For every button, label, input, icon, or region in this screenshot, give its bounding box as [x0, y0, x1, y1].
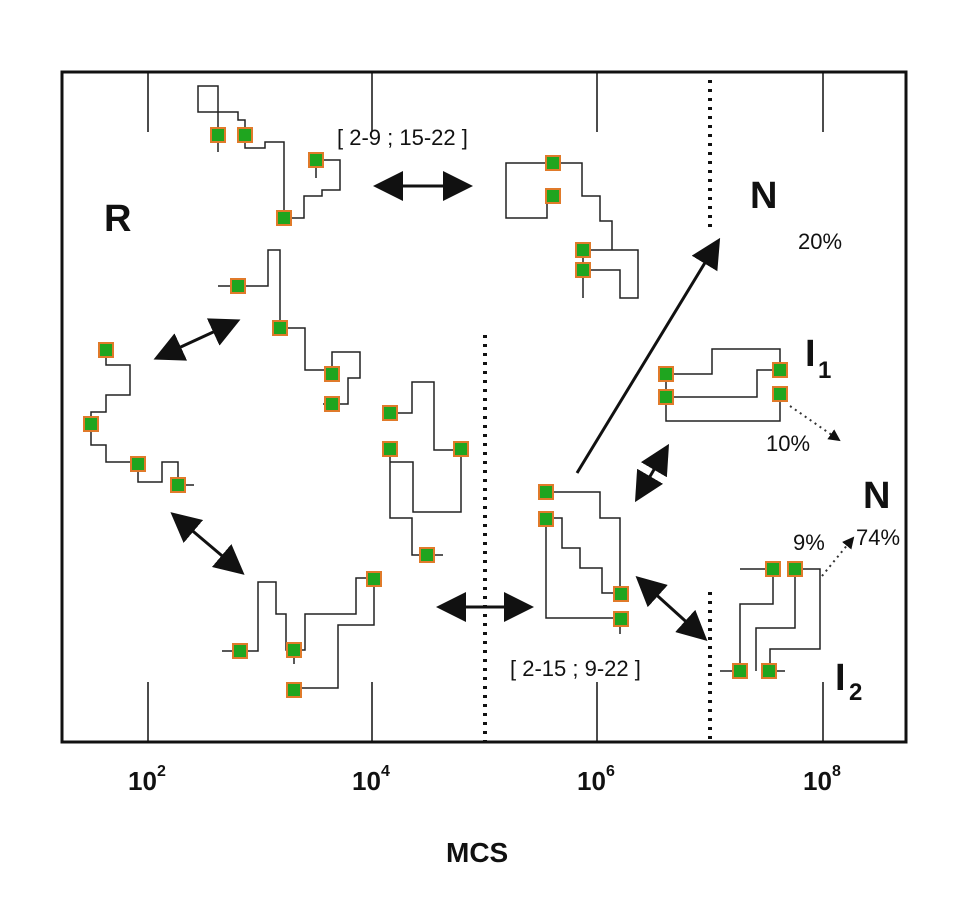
arrow-i2-to-n-dotted — [821, 536, 855, 577]
conformation-center-right — [538, 484, 629, 634]
arrow-to-n-top — [575, 237, 721, 474]
x-axis-label: MCS — [446, 837, 508, 868]
conformation-bottom — [222, 571, 382, 698]
label-n-right: N — [863, 475, 890, 517]
label-r: R — [104, 198, 131, 240]
conformation-i2 — [720, 561, 821, 679]
tick-marks — [147, 72, 824, 742]
arrow-i1-bidirectional — [634, 443, 670, 503]
arrow-i2-bidirectional — [635, 575, 708, 642]
arrow-left-lower-bidirectional — [170, 512, 245, 575]
svg-text:10: 10 — [577, 766, 606, 796]
label-n-top-pct: 20% — [798, 229, 842, 254]
x-tick-label-4: 10 8 — [803, 763, 841, 796]
svg-text:10: 10 — [128, 766, 157, 796]
label-i1-pct: 10% — [766, 431, 810, 456]
x-tick-label-2: 10 4 — [352, 763, 390, 796]
label-i2: I — [835, 657, 846, 699]
label-i1: I — [805, 333, 816, 375]
svg-text:6: 6 — [606, 763, 615, 780]
conformation-center — [382, 381, 469, 563]
conformation-top-right — [505, 155, 639, 299]
label-n-right-pct-2: 74% — [856, 525, 900, 550]
label-n-right-pct-1: 9% — [793, 530, 825, 555]
x-tick-label-3: 10 6 — [577, 763, 615, 796]
svg-text:10: 10 — [352, 766, 381, 796]
arrow-i1-to-n-dotted — [789, 405, 841, 442]
svg-text:4: 4 — [381, 763, 390, 780]
label-n-top: N — [750, 175, 777, 217]
label-i1-subscript: 1 — [818, 357, 831, 384]
svg-text:8: 8 — [832, 763, 841, 780]
arrow-left-upper-bidirectional — [153, 318, 241, 361]
svg-text:10: 10 — [803, 766, 832, 796]
label-range-bottom: [ 2-15 ; 9-22 ] — [510, 656, 641, 681]
conformation-top-left — [197, 85, 341, 226]
x-tick-label-1: 10 2 — [128, 763, 166, 796]
svg-text:2: 2 — [157, 763, 166, 780]
conformation-far-left — [83, 342, 194, 493]
conformation-i1 — [658, 348, 788, 422]
conformation-center-left — [218, 249, 361, 412]
label-i2-subscript: 2 — [849, 679, 862, 706]
label-range-top: [ 2-9 ; 15-22 ] — [337, 125, 468, 150]
